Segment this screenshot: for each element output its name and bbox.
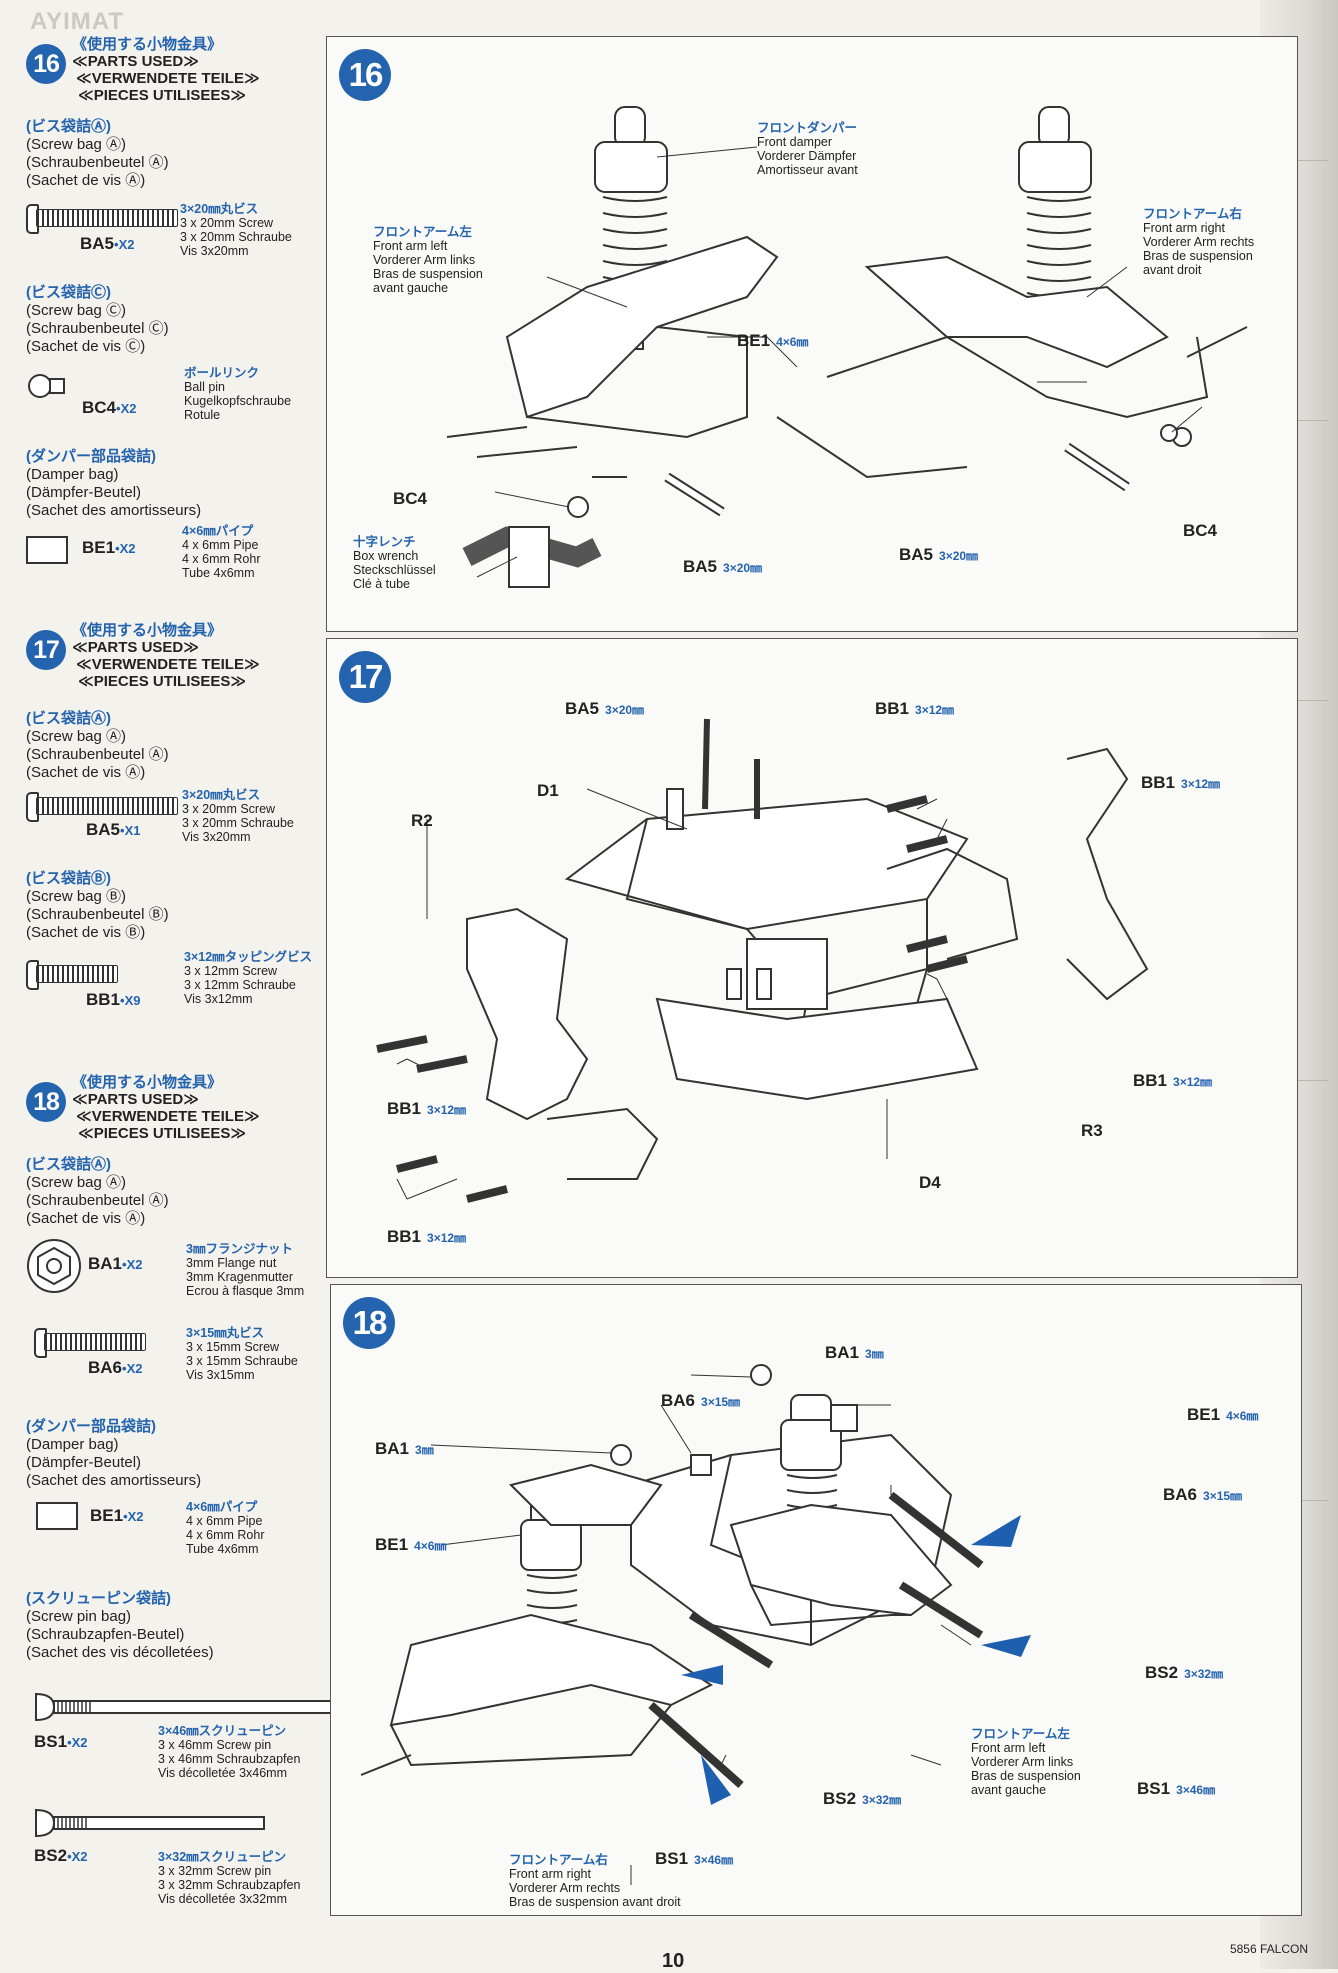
pipe-icon xyxy=(26,536,68,564)
flange-nut-icon xyxy=(27,1239,81,1293)
label-d4: D4 xyxy=(919,1173,941,1192)
label-r3: R3 xyxy=(1081,1121,1103,1140)
pipe-icon xyxy=(36,1502,78,1530)
front-arm-right-callout: フロントアーム右 Front arm right Vorderer Arm re… xyxy=(1143,207,1255,277)
page-number: 10 xyxy=(662,1950,685,1972)
screw-pin-long-icon xyxy=(35,1692,355,1722)
screw-bag-a: (ビス袋詰Ⓐ) (Screw bag Ⓐ) (Schraubenbeutel Ⓐ… xyxy=(26,710,169,781)
step-number-badge: 16 xyxy=(26,44,66,84)
screw-icon xyxy=(36,209,178,227)
front-arm-right-callout: フロントアーム右 Front arm right Vorderer Arm re… xyxy=(509,1853,681,1909)
screw-pin-short-icon xyxy=(35,1808,265,1838)
screw-icon xyxy=(36,797,178,815)
chassis-assembly-drawing xyxy=(376,718,1149,1203)
front-arm-left-callout: フロントアーム左 Front arm left Vorderer Arm lin… xyxy=(373,225,483,295)
ghost-brand-text: AYIMAT xyxy=(30,8,125,35)
label-bc4: BC4 xyxy=(1183,521,1218,540)
screw-bag-c: (ビス袋詰Ⓒ) (Screw bag Ⓒ) (Schraubenbeutel Ⓒ… xyxy=(26,284,169,355)
label-d1: D1 xyxy=(537,781,559,800)
step-number-badge: 18 xyxy=(26,1082,66,1122)
screw-bag-a: (ビス袋詰Ⓐ) (Screw bag Ⓐ) (Schraubenbeutel Ⓐ… xyxy=(26,1156,169,1227)
step-number-badge: 16 xyxy=(339,49,391,101)
front-suspension-exploded-drawing xyxy=(446,106,1248,588)
damper-bag: (ダンパー部品袋詰) (Damper bag) (Dämpfer-Beutel)… xyxy=(26,448,202,519)
part-bs1: BS1•X2 3×46㎜スクリューピン 3 x 46mm Screw pin 3… xyxy=(34,1690,364,1780)
screw-bag-b: (ビス袋詰Ⓑ) (Screw bag Ⓑ) (Schraubenbeutel Ⓑ… xyxy=(26,870,169,941)
step-number-badge: 17 xyxy=(339,651,391,703)
step-number-badge: 17 xyxy=(26,630,66,670)
front-suspension-assembly-drawing xyxy=(360,1364,1031,1885)
part-ba1: BA1•X2 3㎜フランジナット 3mm Flange nut 3mm Krag… xyxy=(26,1238,304,1299)
model-footer-label: 5856 FALCON xyxy=(1229,1942,1308,1956)
parts-sidebar: 16 《使用する小物金具》 ≪PARTS USED≫ ≪VERWENDETE T… xyxy=(0,0,355,1969)
label-bc4: BC4 xyxy=(393,489,428,508)
tapping-screw-icon xyxy=(36,965,118,983)
front-arm-left-callout: フロントアーム左 Front arm left Vorderer Arm lin… xyxy=(971,1727,1081,1797)
screw-bag-a: (ビス袋詰Ⓐ) (Screw bag Ⓐ) (Schraubenbeutel Ⓐ… xyxy=(26,118,169,189)
screw-icon xyxy=(44,1333,146,1351)
front-damper-callout: フロントダンパー Front damper Vorderer Dämpfer A… xyxy=(757,121,858,177)
step-16-diagram-panel: 16 フロントダンパー Front damper Vorderer Dämpfe… xyxy=(326,36,1298,632)
damper-bag: (ダンパー部品袋詰) (Damper bag) (Dämpfer-Beutel)… xyxy=(26,1418,202,1489)
step-number-badge: 18 xyxy=(343,1297,395,1349)
label-r2: R2 xyxy=(411,811,433,830)
direction-arrows xyxy=(681,1515,1031,1805)
part-bc4: BC4•X2 ボールリンク Ball pin Kugelkopfschraube… xyxy=(26,366,291,422)
screw-pin-bag: (スクリューピン袋詰) (Screw pin bag) (Schraubzapf… xyxy=(26,1590,214,1661)
part-bs2: BS2•X2 3×32㎜スクリューピン 3 x 32mm Screw pin 3… xyxy=(34,1806,300,1906)
box-wrench-callout: 十字レンチ Box wrench Steckschlüssel Clé à tu… xyxy=(353,535,436,591)
ball-pin-icon xyxy=(28,374,65,398)
